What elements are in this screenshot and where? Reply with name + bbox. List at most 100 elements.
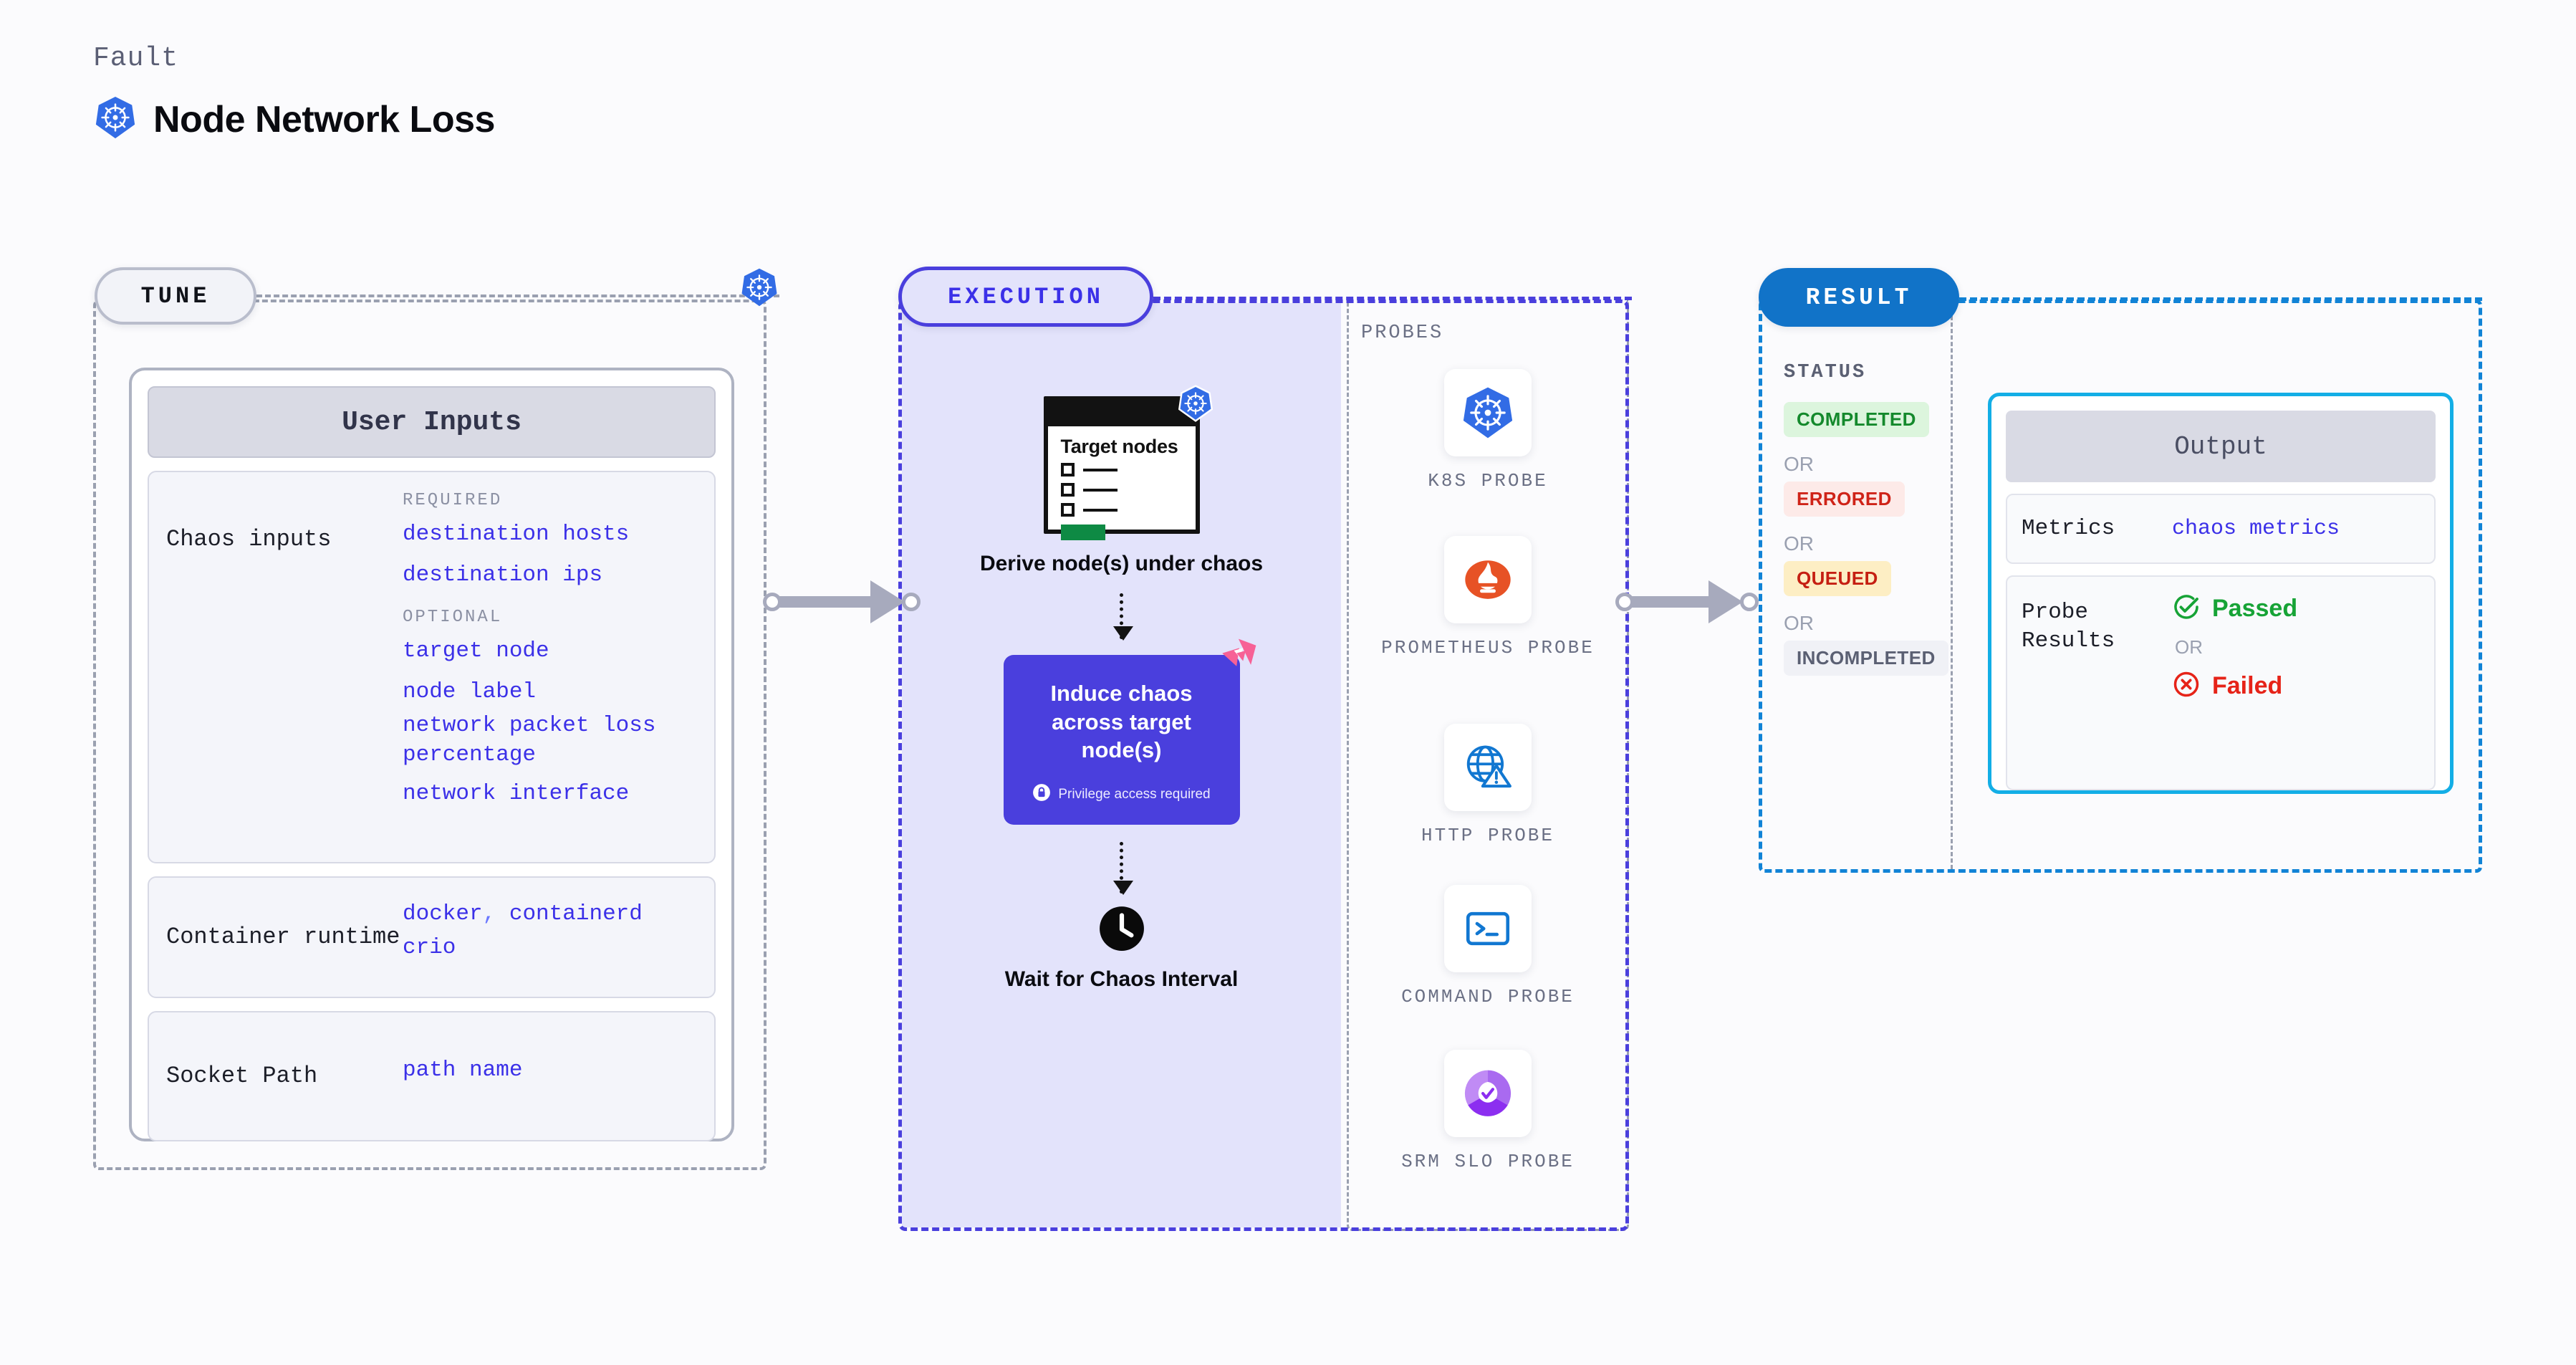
check-circle-icon xyxy=(2172,593,2201,625)
passed-label: Passed xyxy=(2212,595,2298,622)
output-title: Output xyxy=(2006,411,2436,482)
probe-srm-slo[interactable]: SRM SLO PROBE xyxy=(1347,1050,1629,1174)
container-runtime-values: docker, containerd crio xyxy=(403,900,697,974)
status-column: STATUS COMPLETED OR ERRORED OR QUEUED OR… xyxy=(1784,362,1948,676)
probe-result-passed: Passed xyxy=(2172,593,2297,625)
status-or-1: OR xyxy=(1784,453,1814,475)
connector-end-dot xyxy=(902,593,921,611)
probe-prometheus[interactable]: PROMETHEUS PROBE xyxy=(1347,536,1629,660)
connector-end-dot xyxy=(1740,593,1759,611)
chaos-input-destination-hosts[interactable]: destination hosts xyxy=(403,522,630,547)
chaos-input-packet-loss-percentage[interactable]: network packet loss percentage xyxy=(403,712,656,767)
execution-region xyxy=(898,300,1629,1231)
status-badge-completed: COMPLETED xyxy=(1784,402,1929,437)
document-row xyxy=(1060,503,1196,517)
induce-chaos-card: Induce chaos across target node(s) Privi… xyxy=(1003,638,1256,825)
execution-flow: Target nodes Derive node(s) under chaos … xyxy=(902,303,1341,993)
container-runtime-section: Container runtime docker, containerd cri… xyxy=(148,876,716,998)
user-inputs-title: User Inputs xyxy=(148,386,716,458)
page-header: Fault Node Network Loss xyxy=(93,43,495,143)
status-badge-queued: QUEUED xyxy=(1784,561,1891,596)
probe-label: SRM SLO PROBE xyxy=(1401,1151,1575,1172)
globe-warning-icon xyxy=(1444,724,1532,811)
probe-http[interactable]: HTTP PROBE xyxy=(1347,724,1629,848)
connector-bar xyxy=(1631,596,1714,608)
litmus-logo-icon xyxy=(1217,636,1259,681)
clock-icon xyxy=(1098,905,1145,952)
fault-label: Fault xyxy=(93,43,179,74)
chaos-input-network-interface[interactable]: network interface xyxy=(403,781,630,807)
runtime-docker[interactable]: docker xyxy=(403,901,483,927)
required-group-label: REQUIRED xyxy=(403,491,503,510)
runtime-crio[interactable]: crio xyxy=(403,935,456,960)
chaos-inputs-section: Chaos inputs REQUIRED destination hosts … xyxy=(148,471,716,863)
document-body: Target nodes xyxy=(1048,426,1196,541)
flow-arrow-2 xyxy=(1113,842,1133,896)
wait-interval-caption: Wait for Chaos Interval xyxy=(1004,967,1239,992)
kubernetes-icon xyxy=(93,95,138,143)
kubernetes-icon xyxy=(739,267,779,311)
output-metrics-section: Metrics chaos metrics xyxy=(2006,494,2436,564)
probe-result-failed: Failed xyxy=(2172,670,2297,702)
user-inputs-card: User Inputs Chaos inputs REQUIRED destin… xyxy=(129,368,734,1141)
status-badge-errored: ERRORED xyxy=(1784,482,1905,517)
result-divider xyxy=(1951,303,1953,869)
prometheus-icon xyxy=(1444,536,1532,623)
chaos-inputs-values: REQUIRED destination hosts destination i… xyxy=(403,491,697,820)
execution-stage-pill[interactable]: EXECUTION xyxy=(898,267,1153,327)
connector-start-dot xyxy=(763,593,782,611)
document-line xyxy=(1082,468,1118,471)
result-dash-line xyxy=(1959,297,2482,301)
target-nodes-document: Target nodes xyxy=(1043,385,1213,541)
socket-path-value[interactable]: path name xyxy=(403,1057,523,1083)
runtime-row-1: docker, containerd xyxy=(403,900,697,929)
status-or-2: OR xyxy=(1784,532,1814,555)
chaos-inputs-key: Chaos inputs xyxy=(166,526,332,552)
srm-slo-donut-icon xyxy=(1444,1050,1532,1137)
chaos-input-destination-ips[interactable]: destination ips xyxy=(403,562,603,588)
container-runtime-key: Container runtime xyxy=(166,924,400,951)
chaos-input-target-node[interactable]: target node xyxy=(403,638,549,664)
result-stage-pill[interactable]: RESULT xyxy=(1759,268,1959,327)
optional-group-label: OPTIONAL xyxy=(403,607,503,627)
checkbox-icon xyxy=(1060,503,1075,517)
document-titlebar xyxy=(1047,401,1196,426)
kubernetes-icon xyxy=(1444,369,1532,456)
metrics-key: Metrics xyxy=(2022,515,2115,541)
checkbox-icon xyxy=(1060,483,1075,497)
status-label: STATUS xyxy=(1784,362,1867,383)
induce-chaos-title: Induce chaos across target node(s) xyxy=(1050,681,1193,763)
connector-bar xyxy=(779,596,876,608)
document-title: Target nodes xyxy=(1060,436,1178,457)
document-line xyxy=(1082,488,1118,492)
probe-results-values: Passed OR Failed xyxy=(2172,593,2297,702)
socket-path-values: path name xyxy=(403,1056,697,1097)
probe-label: K8S PROBE xyxy=(1428,470,1548,492)
runtime-containerd[interactable]: containerd xyxy=(509,901,643,927)
document-row xyxy=(1060,463,1196,477)
probe-k8s[interactable]: K8S PROBE xyxy=(1347,369,1629,493)
connector-execution-to-result xyxy=(1615,580,1759,623)
probe-results-key: Probe Results xyxy=(2022,600,2115,654)
probe-label: COMMAND PROBE xyxy=(1401,986,1575,1007)
probe-result-or: OR xyxy=(2175,636,2203,658)
probe-command[interactable]: COMMAND PROBE xyxy=(1347,885,1629,1009)
metrics-value[interactable]: chaos metrics xyxy=(2172,517,2340,541)
connector-arrowhead xyxy=(870,580,905,623)
failed-label: Failed xyxy=(2212,672,2283,699)
tune-dash-line xyxy=(256,294,779,297)
document-line xyxy=(1082,508,1118,512)
document-green-bar xyxy=(1060,525,1105,541)
document-row xyxy=(1060,483,1196,497)
tune-stage-pill[interactable]: TUNE xyxy=(95,267,256,325)
output-card: Output Metrics chaos metrics Probe Resul… xyxy=(1988,393,2454,794)
output-probe-results-section: Probe Results Passed OR xyxy=(2006,575,2436,790)
lock-icon xyxy=(1032,783,1051,806)
derive-nodes-caption: Derive node(s) under chaos xyxy=(979,552,1264,575)
probe-label: HTTP PROBE xyxy=(1421,825,1555,846)
connector-tune-to-execution xyxy=(763,580,921,623)
kubernetes-icon xyxy=(1177,385,1214,426)
chaos-input-node-label[interactable]: node label xyxy=(403,679,537,704)
page-title: Node Network Loss xyxy=(153,98,495,140)
checkbox-icon xyxy=(1060,463,1075,477)
